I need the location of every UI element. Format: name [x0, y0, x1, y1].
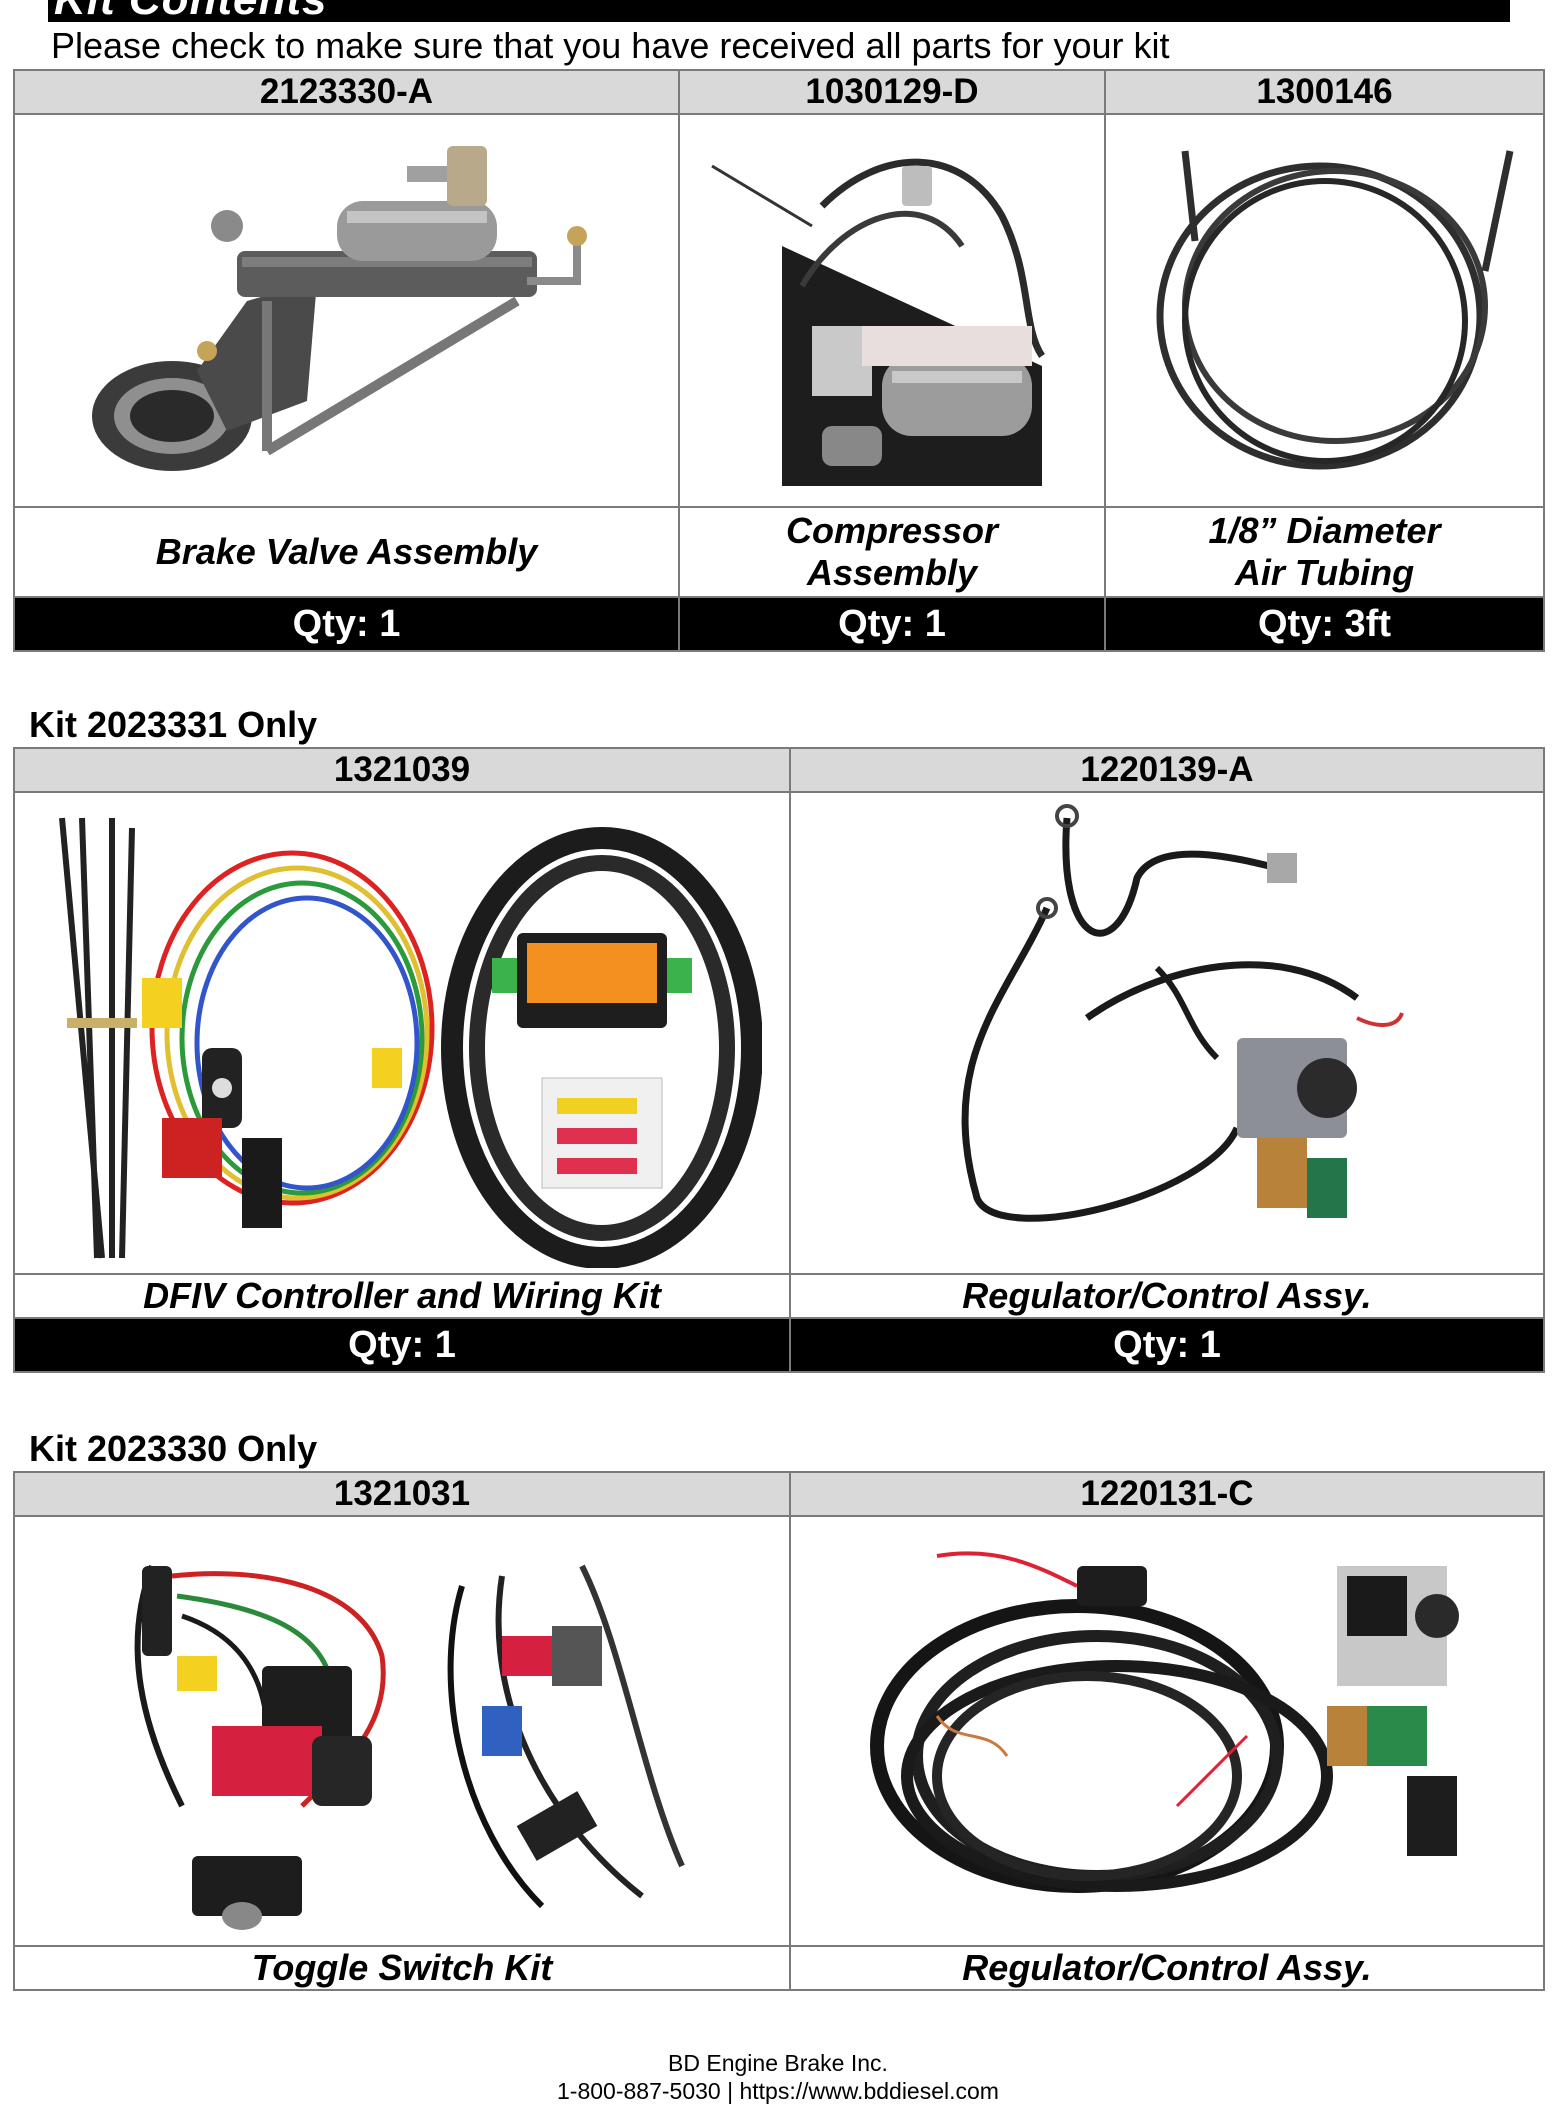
kit-contents-table: 2123330-A 1030129-D 1300146: [13, 69, 1545, 652]
part-description: DFIV Controller and Wiring Kit: [13, 1273, 791, 1319]
part-quantity: Qty: 3ft: [1104, 596, 1545, 652]
part-number: 1220131-C: [789, 1471, 1545, 1517]
kit-heading: Kit 2023331 Only: [29, 704, 318, 745]
part-description-line: Assembly: [806, 552, 978, 593]
part-number: 1300146: [1104, 69, 1545, 115]
part-description: Regulator/Control Assy.: [789, 1945, 1545, 1991]
part-description: Brake Valve Assembly: [13, 506, 680, 598]
part-number-row: 1321039 1220139-A: [13, 747, 1545, 793]
part-quantity: Qty: 1: [789, 1317, 1545, 1373]
section-banner: Kit Contents: [48, 0, 1510, 22]
part-image-cell: [678, 113, 1106, 508]
compressor-illustration: [711, 158, 1045, 486]
kit-2023330-table: 1321031 1220131-C: [13, 1471, 1545, 1991]
part-image-cell: [789, 1515, 1545, 1947]
part-description-line: Brake Valve Assembly: [155, 531, 538, 572]
part-description: Regulator/Control Assy.: [789, 1273, 1545, 1319]
image-row: [13, 1515, 1545, 1947]
part-description-line: Compressor: [785, 510, 999, 551]
part-image-cell: [789, 791, 1545, 1275]
part-number: 1220139-A: [789, 747, 1545, 793]
part-description: Compressor Assembly: [678, 506, 1106, 598]
part-quantity: Qty: 1: [678, 596, 1106, 652]
regulator-illustration: [961, 804, 1404, 1222]
part-quantity: Qty: 1: [13, 596, 680, 652]
section-banner-title: Kit Contents: [54, 0, 328, 22]
part-number: 1030129-D: [678, 69, 1106, 115]
toggle-switch-kit-illustration: [134, 1564, 685, 1930]
part-number-row: 2123330-A 1030129-D 1300146: [13, 69, 1545, 115]
part-image-cell: [1104, 113, 1545, 508]
part-number-row: 1321031 1220131-C: [13, 1471, 1545, 1517]
part-quantity: Qty: 1: [13, 1317, 791, 1373]
footer: BD Engine Brake Inc. 1-800-887-5030 | ht…: [0, 2049, 1556, 2105]
regulator-harness-illustration: [870, 1551, 1459, 1893]
part-number: 2123330-A: [13, 69, 680, 115]
description-row: DFIV Controller and Wiring Kit Regulator…: [13, 1273, 1545, 1319]
part-number: 1321039: [13, 747, 791, 793]
kit-heading: Kit 2023330 Only: [29, 1428, 318, 1469]
description-row: Brake Valve Assembly Compressor Assembly…: [13, 506, 1545, 598]
quantity-row: Qty: 1 Qty: 1: [13, 1317, 1545, 1373]
brake-valve-illustration: [91, 145, 587, 471]
image-row: [13, 791, 1545, 1275]
part-number: 1321031: [13, 1471, 791, 1517]
air-tubing-illustration: [1156, 149, 1513, 469]
part-description-line: 1/8” Diameter: [1208, 510, 1441, 551]
intro-text: Please check to make sure that you have …: [51, 25, 1170, 66]
controller-wiring-illustration: [59, 817, 762, 1268]
part-description: 1/8” Diameter Air Tubing: [1104, 506, 1545, 598]
part-image-cell: [13, 791, 791, 1275]
part-description-line: Air Tubing: [1234, 552, 1415, 593]
part-description: Toggle Switch Kit: [13, 1945, 791, 1991]
footer-contact: 1-800-887-5030 | https://www.bddiesel.co…: [557, 2078, 999, 2104]
kit-2023331-table: 1321039 1220139-A: [13, 747, 1545, 1373]
image-row: [13, 113, 1545, 508]
part-image-cell: [13, 1515, 791, 1947]
description-row: Toggle Switch Kit Regulator/Control Assy…: [13, 1945, 1545, 1991]
footer-company: BD Engine Brake Inc.: [668, 2050, 888, 2076]
quantity-row: Qty: 1 Qty: 1 Qty: 3ft: [13, 596, 1545, 652]
part-image-cell: [13, 113, 680, 508]
